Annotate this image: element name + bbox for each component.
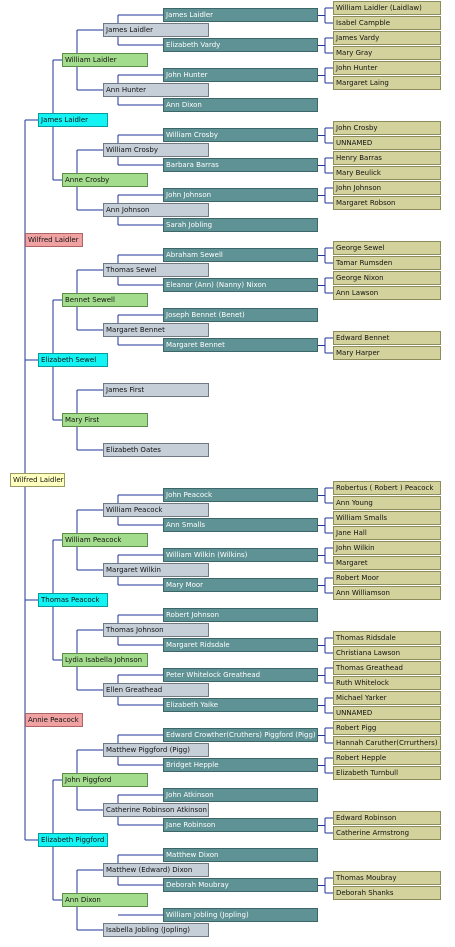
person-maternal-grandmother[interactable]: Elizabeth Piggford [38, 833, 108, 847]
person-gen3-8[interactable]: Ann Dixon [62, 893, 148, 907]
person-gen4-7[interactable]: James First [103, 383, 209, 397]
person-gen6-43[interactable]: Thomas Ridsdale [333, 631, 441, 645]
person-gen6-13[interactable]: John Johnson [333, 181, 441, 195]
person-gen6-48[interactable]: UNNAMED [333, 706, 441, 720]
person-maternal-grandfather[interactable]: Thomas Peacock [38, 593, 108, 607]
person-gen6-35[interactable]: William Smalls [333, 511, 441, 525]
person-gen4-10[interactable]: Margaret Wilkin [103, 563, 209, 577]
person-gen6-37[interactable]: John Wilkin [333, 541, 441, 555]
person-paternal-grandmother[interactable]: Elizabeth Sewel [38, 353, 108, 367]
person-gen5-7[interactable]: John Johnson [163, 188, 318, 202]
person-gen3-7[interactable]: John Piggford [62, 773, 148, 787]
person-gen6-46[interactable]: Ruth Whitelock [333, 676, 441, 690]
person-gen6-18[interactable]: Tamar Rumsden [333, 256, 441, 270]
person-gen6-56[interactable]: Catherine Armstrong [333, 826, 441, 840]
person-gen5-19[interactable]: William Wilkin (Wilkins) [163, 548, 318, 562]
person-gen6-38[interactable]: Margaret [333, 556, 441, 570]
person-gen6-2[interactable]: Isabel Campble [333, 16, 441, 30]
person-gen3-2[interactable]: Anne Crosby [62, 173, 148, 187]
person-gen3-1[interactable]: William Laidler [62, 53, 148, 67]
person-gen6-20[interactable]: Ann Lawson [333, 286, 441, 300]
person-gen4-9[interactable]: William Peacock [103, 503, 209, 517]
person-gen4-2[interactable]: Ann Hunter [103, 83, 209, 97]
person-gen6-49[interactable]: Robert Pigg [333, 721, 441, 735]
person-gen6-11[interactable]: Henry Barras [333, 151, 441, 165]
person-gen5-18[interactable]: Ann Smalls [163, 518, 318, 532]
person-gen6-12[interactable]: Mary Beulick [333, 166, 441, 180]
person-gen6-9[interactable]: John Crosby [333, 121, 441, 135]
person-gen6-59[interactable]: Thomas Moubray [333, 871, 441, 885]
person-gen5-11[interactable]: Joseph Bennet (Benet) [163, 308, 318, 322]
person-paternal-grandfather[interactable]: James Laidler [38, 113, 108, 127]
person-gen3-6[interactable]: Lydia Isabella Johnson [62, 653, 148, 667]
person-gen4-8[interactable]: Elizabeth Oates [103, 443, 209, 457]
person-gen5-30[interactable]: Deborah Moubray [163, 878, 318, 892]
person-gen5-26[interactable]: Bridget Hepple [163, 758, 318, 772]
person-gen4-12[interactable]: Ellen Greathead [103, 683, 209, 697]
person-gen6-45[interactable]: Thomas Greathead [333, 661, 441, 675]
person-gen6-44[interactable]: Christiana Lawson [333, 646, 441, 660]
person-gen6-23[interactable]: Edward Bennet [333, 331, 441, 345]
person-gen5-6[interactable]: Barbara Barras [163, 158, 318, 172]
person-gen5-4[interactable]: Ann Dixon [163, 98, 318, 112]
person-gen5-25[interactable]: Edward Crowther(Cruthers) Piggford (Pigg… [163, 728, 318, 742]
person-gen6-36[interactable]: Jane Hall [333, 526, 441, 540]
person-mother[interactable]: Annie Peacock [25, 713, 83, 727]
person-gen5-22[interactable]: Margaret Ridsdale [163, 638, 318, 652]
person-gen6-60[interactable]: Deborah Shanks [333, 886, 441, 900]
person-gen6-33[interactable]: Robertus ( Robert ) Peacock [333, 481, 441, 495]
person-gen6-19[interactable]: George Nixon [333, 271, 441, 285]
person-gen6-6[interactable]: Margaret Laing [333, 76, 441, 90]
person-gen5-23[interactable]: Peter Whitelock Greathead [163, 668, 318, 682]
person-gen5-3[interactable]: John Hunter [163, 68, 318, 82]
person-gen4-4[interactable]: Ann Johnson [103, 203, 209, 217]
person-gen5-24[interactable]: Elizabeth Yaike [163, 698, 318, 712]
person-gen5-1[interactable]: James Laidler [163, 8, 318, 22]
person-gen5-12[interactable]: Margaret Bennet [163, 338, 318, 352]
person-gen6-52[interactable]: Elizabeth Turnbull [333, 766, 441, 780]
person-gen6-40[interactable]: Ann Williamson [333, 586, 441, 600]
person-gen4-14[interactable]: Catherine Robinson Atkinson [103, 803, 209, 817]
person-gen3-3[interactable]: Bennet Sewell [62, 293, 148, 307]
person-gen5-5[interactable]: William Crosby [163, 128, 318, 142]
person-gen5-27[interactable]: John Atkinson [163, 788, 318, 802]
person-gen4-5[interactable]: Thomas Sewel [103, 263, 209, 277]
person-gen6-51[interactable]: Robert Hepple [333, 751, 441, 765]
person-gen5-28[interactable]: Jane Robinson [163, 818, 318, 832]
person-gen6-5[interactable]: John Hunter [333, 61, 441, 75]
person-gen4-3[interactable]: William Crosby [103, 143, 209, 157]
person-gen5-9[interactable]: Abraham Sewell [163, 248, 318, 262]
person-gen6-47[interactable]: Michael Yarker [333, 691, 441, 705]
person-gen5-8[interactable]: Sarah Jobling [163, 218, 318, 232]
person-gen4-15[interactable]: Matthew (Edward) Dixon [103, 863, 209, 877]
person-gen3-4[interactable]: Mary First [62, 413, 148, 427]
person-gen5-2[interactable]: Elizabeth Vardy [163, 38, 318, 52]
person-gen5-20[interactable]: Mary Moor [163, 578, 318, 592]
person-gen5-17[interactable]: John Peacock [163, 488, 318, 502]
person-gen5-29[interactable]: Matthew Dixon [163, 848, 318, 862]
person-gen6-39[interactable]: Robert Moor [333, 571, 441, 585]
person-gen5-21[interactable]: Robert Johnson [163, 608, 318, 622]
person-gen5-31[interactable]: William Jobling (Jopling) [163, 908, 318, 922]
person-gen6-34[interactable]: Ann Young [333, 496, 441, 510]
person-gen6-17[interactable]: George Sewel [333, 241, 441, 255]
person-father[interactable]: Wilfred Laidler [25, 233, 83, 247]
person-gen4-13[interactable]: Matthew Piggford (Pigg) [103, 743, 209, 757]
person-gen6-50[interactable]: Hannah Caruther(Crrurthers) [333, 736, 441, 750]
person-gen3-5[interactable]: William Peacock [62, 533, 148, 547]
person-root[interactable]: Wilfred Laidler [10, 473, 65, 487]
person-gen5-10[interactable]: Eleanor (Ann) (Nanny) Nixon [163, 278, 318, 292]
person-gen6-3[interactable]: James Vardy [333, 31, 441, 45]
person-gen6-24[interactable]: Mary Harper [333, 346, 441, 360]
person-gen4-16[interactable]: Isabella Jobling (Jopling) [103, 923, 209, 937]
person-gen4-6[interactable]: Margaret Bennet [103, 323, 209, 337]
person-gen6-4[interactable]: Mary Gray [333, 46, 441, 60]
person-gen4-1[interactable]: James Laidler [103, 23, 209, 37]
person-gen6-14[interactable]: Margaret Robson [333, 196, 441, 210]
person-gen4-11[interactable]: Thomas Johnson [103, 623, 209, 637]
person-gen6-55[interactable]: Edward Robinson [333, 811, 441, 825]
person-gen6-10[interactable]: UNNAMED [333, 136, 441, 150]
person-gen6-1[interactable]: William Laidler (Laidlaw) [333, 1, 441, 15]
